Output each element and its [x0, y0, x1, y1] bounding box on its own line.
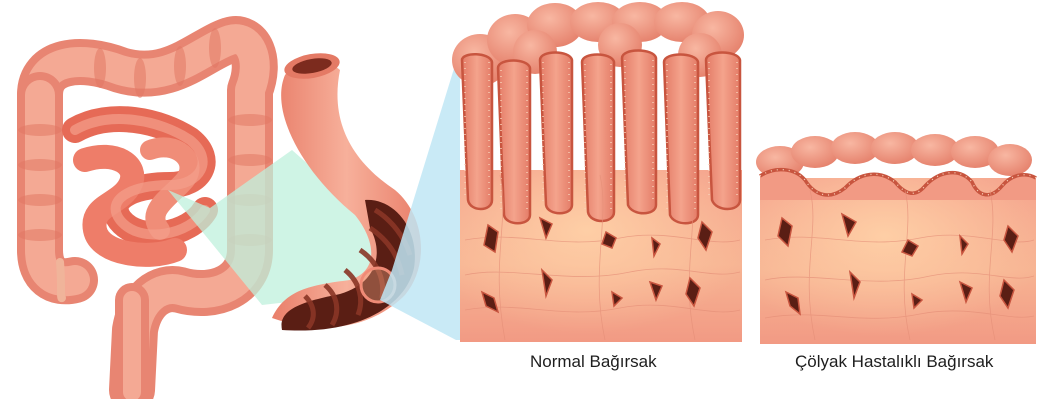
normal-intestine-label: Normal Bağırsak [530, 352, 657, 372]
normal-tissue-block [452, 2, 744, 342]
celiac-tissue-block [756, 132, 1036, 344]
celiac-intestine-label: Çölyak Hastalıklı Bağırsak [795, 352, 993, 372]
